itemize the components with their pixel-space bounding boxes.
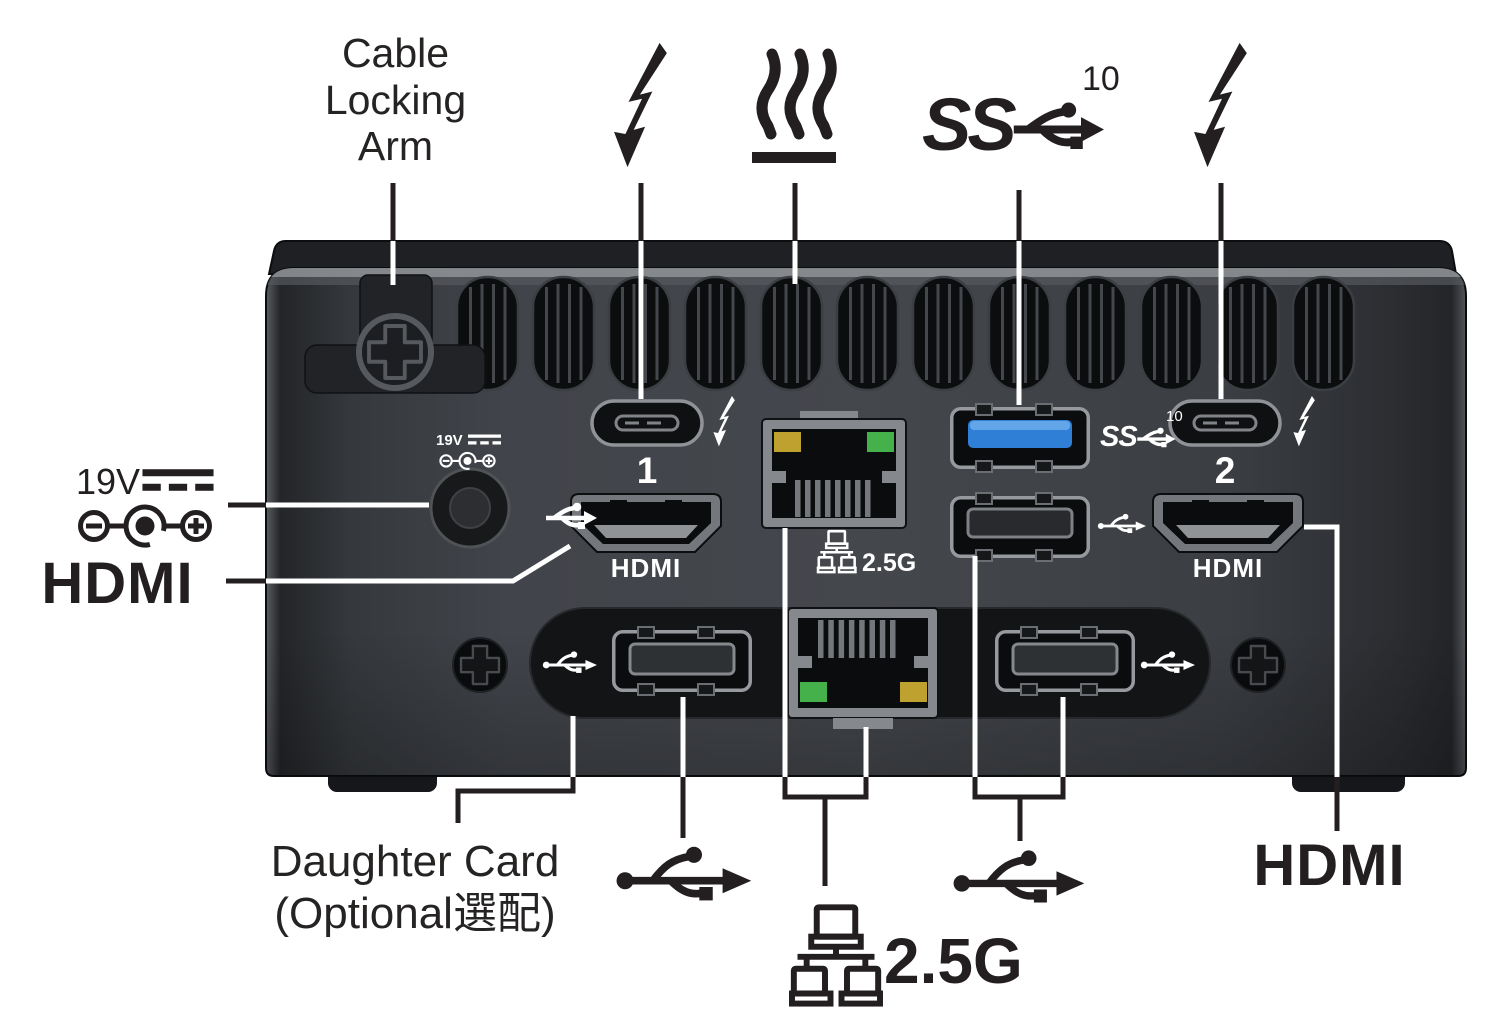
ss10-text: SS [922, 83, 1017, 166]
usb-a-3-port [950, 402, 1090, 474]
phillips-screw-icon [452, 637, 508, 693]
led-amber [774, 432, 801, 452]
led-green [800, 682, 827, 702]
usb-icon [610, 836, 760, 904]
ss10-sup: 10 [1082, 60, 1120, 98]
usb-icon [944, 840, 1096, 906]
phillips-screw-icon [1230, 637, 1286, 693]
power-label: 19V [436, 432, 501, 470]
usbc-port1-number: 1 [636, 450, 658, 491]
dc-symbol-icon [142, 469, 214, 491]
hdmi-left-label: HDMI [41, 551, 194, 616]
dc-polarity-icon [70, 500, 222, 552]
daughter-card-usb-left [612, 625, 752, 697]
led-amber [900, 682, 927, 702]
hdmi-port-2 [1152, 493, 1304, 553]
hdmi-right-label: HDMI [1253, 833, 1406, 898]
callout-lines-black [226, 183, 1340, 886]
voltage-label: 19V [76, 461, 141, 502]
usb-trident-icon [1012, 94, 1104, 158]
thunderbolt-icon [614, 42, 667, 168]
cable-locking-arm-label: Cable Locking Arm [324, 30, 467, 170]
ethernet-network-icon [792, 900, 880, 1010]
usb-trident-icon [1135, 425, 1178, 449]
ss10-port-sup: 10 [1166, 408, 1183, 425]
daughter-card-label: Daughter Card (Optional選配) [270, 837, 560, 938]
ethernet-port-top [761, 411, 907, 529]
power-jack [429, 467, 511, 549]
usbc-port2-number: 2 [1214, 450, 1236, 491]
heat-exhaust-icon [748, 52, 840, 166]
usb-a-2-port [950, 491, 1090, 563]
ethernet-port-bottom [787, 607, 939, 729]
hdmi-port2-label: HDMI [1192, 553, 1264, 583]
thunderbolt-icon [1194, 42, 1247, 168]
callout-lines-white [266, 241, 1340, 777]
svg-text:19V: 19V [436, 432, 463, 449]
hdmi-port1-label: HDMI [610, 553, 682, 583]
ss10-port-ss: SS [1100, 421, 1138, 453]
daughter-card-usb-right [995, 625, 1135, 697]
ethernet-speed-label: 2.5G [884, 925, 1023, 997]
hdmi-port-1 [570, 493, 722, 553]
cable-locking-arm [304, 274, 486, 394]
ethernet-speed-port-label: 2.5G [862, 549, 917, 577]
usb-c-port-1 [590, 396, 735, 447]
led-green [867, 432, 894, 452]
usb-c-port-2 [1168, 396, 1315, 447]
